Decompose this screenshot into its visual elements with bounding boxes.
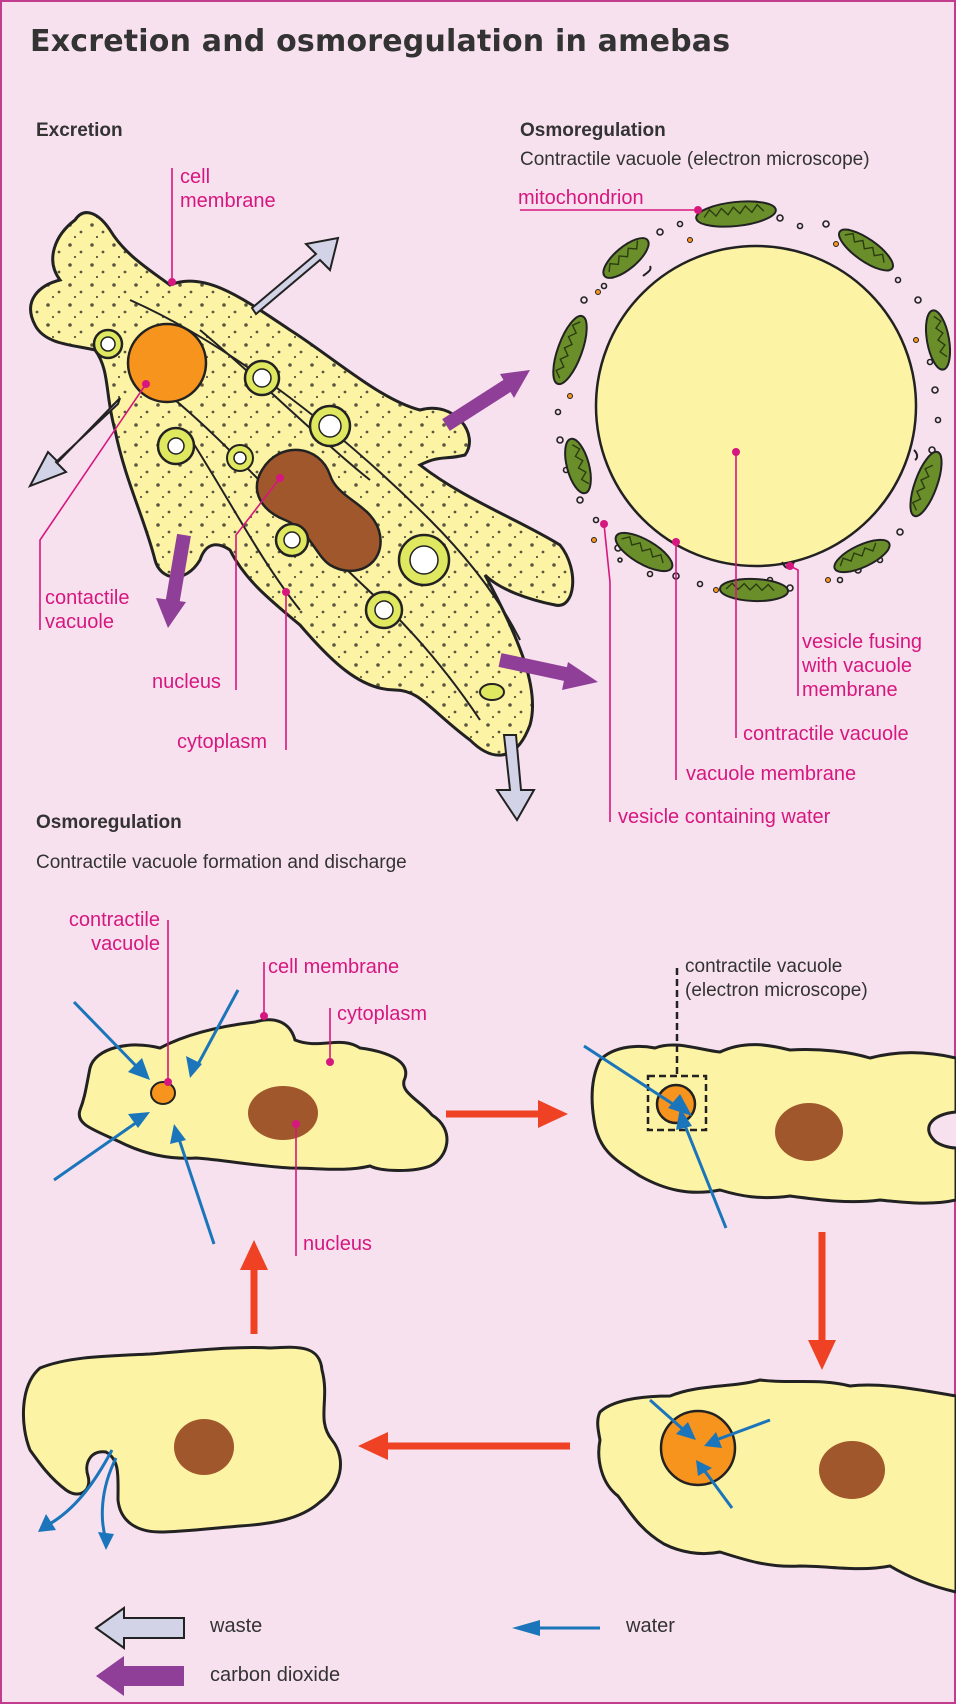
osmoregulation-cycle-heading: Osmoregulation bbox=[36, 812, 182, 834]
cycle-3-nucleus bbox=[819, 1441, 885, 1499]
label-vacuole-membrane: vacuole membrane bbox=[686, 762, 856, 786]
osmoregulation-em-subheading: Contractile vacuole (electron microscope… bbox=[520, 149, 870, 171]
label-vesicle-water: vesicle containing water bbox=[618, 805, 830, 829]
mitochondrion bbox=[560, 436, 596, 496]
co2-arrowhead bbox=[156, 598, 186, 628]
label-cytoplasm: cytoplasm bbox=[177, 730, 267, 754]
excretion-heading: Excretion bbox=[36, 120, 123, 142]
contractile-vacuole-em bbox=[596, 246, 916, 566]
cycle-cell-full bbox=[598, 1380, 956, 1592]
legend bbox=[96, 1608, 600, 1696]
label-cycle-contractile-vacuole: contractile vacuole bbox=[40, 908, 160, 956]
mitochondrion bbox=[720, 578, 789, 602]
mitochondrion bbox=[546, 312, 593, 388]
co2-arrowhead bbox=[562, 662, 598, 690]
label-cycle-cell-membrane: cell membrane bbox=[268, 955, 399, 979]
legend-co2-label: carbon dioxide bbox=[210, 1664, 340, 1687]
legend-waste-icon bbox=[96, 1608, 184, 1648]
cycle-cell-growth bbox=[584, 968, 956, 1228]
legend-water-arrowhead bbox=[512, 1620, 540, 1636]
co2-arrow bbox=[446, 384, 510, 425]
cycle-contractile-vacuole bbox=[151, 1082, 175, 1104]
label-nucleus: nucleus bbox=[152, 670, 221, 694]
label-mitochondrion: mitochondrion bbox=[518, 186, 644, 210]
cycle-2-nucleus bbox=[775, 1103, 843, 1161]
cycle-nucleus bbox=[248, 1086, 318, 1140]
osmoregulation-em-heading: Osmoregulation bbox=[520, 120, 666, 142]
excretion-ameba bbox=[30, 168, 598, 820]
mitochondrion bbox=[833, 223, 898, 278]
mitochondrion bbox=[597, 232, 654, 285]
label-cycle-cytoplasm: cytoplasm bbox=[337, 1002, 427, 1026]
cycle-cell-3-body bbox=[598, 1380, 956, 1592]
osmoregulation-cycle-subheading: Contractile vacuole formation and discha… bbox=[36, 852, 407, 874]
label-cv-em: contractile vacuole (electron microscope… bbox=[685, 955, 868, 1003]
label-contractile-vacuole: contactile vacuole bbox=[45, 586, 130, 634]
excretion-contractile-vacuole bbox=[128, 324, 206, 402]
cycle-cell-discharge bbox=[23, 1347, 340, 1550]
label-em-contractile-vacuole: contractile vacuole bbox=[743, 722, 909, 746]
legend-waste-label: waste bbox=[210, 1615, 262, 1638]
waste-arrow bbox=[252, 238, 338, 314]
legend-co2-icon bbox=[96, 1656, 184, 1696]
mitochondrion bbox=[695, 198, 777, 230]
cycle-4-nucleus bbox=[174, 1419, 234, 1475]
label-cycle-nucleus: nucleus bbox=[303, 1232, 372, 1256]
mitochondrion bbox=[904, 448, 948, 519]
label-cell-membrane: cell membrane bbox=[180, 165, 276, 213]
label-vesicle-fusing: vesicle fusing with vacuole membrane bbox=[802, 630, 922, 702]
legend-water-label: water bbox=[626, 1615, 675, 1638]
cycle-cell-2-body bbox=[592, 1045, 956, 1204]
